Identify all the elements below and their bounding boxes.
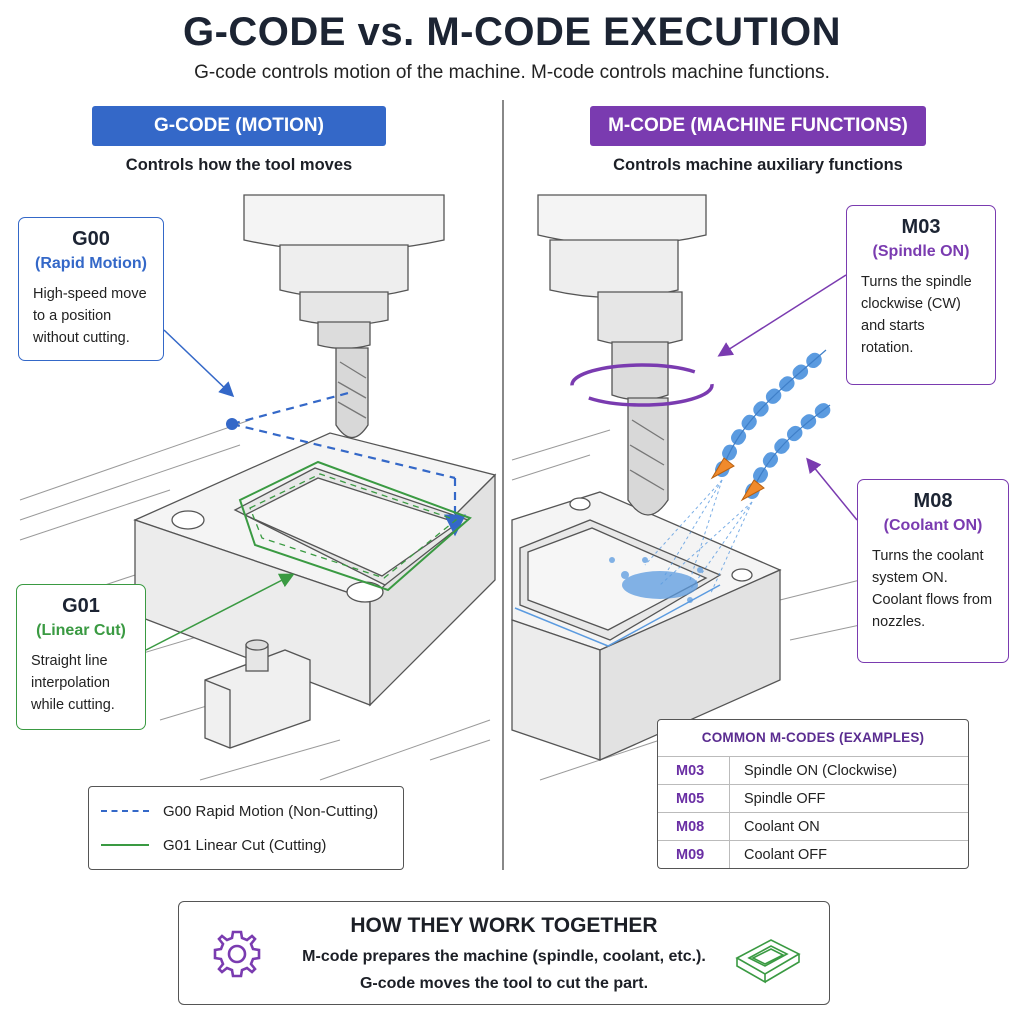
gcode-heading: G-CODE (MOTION) xyxy=(92,106,386,146)
g00-description: High-speed move to a position without cu… xyxy=(33,286,147,346)
table-cell-code: M09 xyxy=(658,841,730,868)
solid-line-swatch xyxy=(101,844,149,846)
part-icon xyxy=(735,939,801,984)
table-cell-code: M08 xyxy=(658,813,730,840)
legend-label: G01 Linear Cut (Cutting) xyxy=(163,836,327,854)
page-title: G-CODE vs. M-CODE EXECUTION xyxy=(182,10,841,54)
g00-callout: G00 (Rapid Motion) High-speed move to a … xyxy=(18,217,164,361)
g01-code: G01 xyxy=(62,595,100,617)
g00-code: G00 xyxy=(72,228,110,250)
m08-callout: M08 (Coolant ON) Turns the coolant syste… xyxy=(857,479,1009,663)
summary-title: HOW THEY WORK TOGETHER xyxy=(350,914,658,937)
left-machine-table xyxy=(19,419,491,781)
g00-start-point xyxy=(226,418,238,430)
table-row: M08 Coolant ON xyxy=(658,812,968,840)
g01-description: Straight line interpolation while cuttin… xyxy=(31,653,115,713)
page-subtitle: G-code controls motion of the machine. M… xyxy=(194,62,830,83)
path-legend: G00 Rapid Motion (Non-Cutting) G01 Linea… xyxy=(88,786,404,870)
mcode-table: COMMON M-CODES (EXAMPLES) M03 Spindle ON… xyxy=(657,719,969,869)
table-row: M03 Spindle ON (Clockwise) xyxy=(658,756,968,784)
legend-item-rapid: G00 Rapid Motion (Non-Cutting) xyxy=(101,801,378,821)
coolant-nozzle-2 xyxy=(740,398,837,502)
table-row: M05 Spindle OFF xyxy=(658,784,968,812)
table-cell-desc: Coolant ON xyxy=(744,819,820,835)
m03-leader xyxy=(717,274,847,357)
g00-leader xyxy=(163,329,235,398)
m03-callout: M03 (Spindle ON) Turns the spindle clock… xyxy=(846,205,996,385)
m08-leader xyxy=(806,457,858,521)
summary-line-gcode: G-code moves the tool to cut the part. xyxy=(359,975,649,992)
mcode-heading: M-CODE (MACHINE FUNCTIONS) xyxy=(590,106,926,146)
left-spindle xyxy=(243,194,445,439)
m03-description: Turns the spindle clockwise (CW) and sta… xyxy=(861,274,972,356)
center-divider xyxy=(502,100,504,870)
coolant-spray xyxy=(644,479,753,596)
mcode-subheading: Controls machine auxiliary functions xyxy=(613,156,903,174)
table-cell-desc: Coolant OFF xyxy=(744,847,827,863)
legend-item-linear: G01 Linear Cut (Cutting) xyxy=(101,835,326,855)
legend-label: G00 Rapid Motion (Non-Cutting) xyxy=(163,802,379,820)
coolant-splash xyxy=(609,557,703,603)
summary-box: HOW THEY WORK TOGETHER M-code prepares t… xyxy=(178,901,830,1005)
g01-name: (Linear Cut) xyxy=(36,622,126,639)
m03-code: M03 xyxy=(901,216,941,238)
left-workpiece xyxy=(133,432,497,749)
right-workpiece xyxy=(511,491,782,762)
gcode-subheading: Controls how the tool moves xyxy=(125,156,353,174)
coolant-nozzle-1 xyxy=(710,343,833,480)
table-cell-desc: Spindle ON (Clockwise) xyxy=(744,763,898,779)
g01-cut-path xyxy=(238,460,472,592)
spindle-rotation-arrow xyxy=(570,363,714,407)
table-cell-desc: Spindle OFF xyxy=(744,791,826,807)
g01-leader xyxy=(145,573,295,651)
right-cut-path xyxy=(514,584,721,647)
mcode-table-title: COMMON M-CODES (EXAMPLES) xyxy=(701,730,925,745)
m03-name: (Spindle ON) xyxy=(872,243,970,260)
g00-name: (Rapid Motion) xyxy=(35,255,147,272)
g00-rapid-path xyxy=(231,390,466,537)
m08-code: M08 xyxy=(913,490,953,512)
m08-name: (Coolant ON) xyxy=(883,517,983,534)
table-cell-code: M03 xyxy=(658,757,730,784)
right-spindle xyxy=(537,194,707,516)
g01-callout: G01 (Linear Cut) Straight line interpola… xyxy=(16,584,146,730)
table-cell-code: M05 xyxy=(658,785,730,812)
table-row: M09 Coolant OFF xyxy=(658,840,968,868)
gear-icon xyxy=(213,930,261,978)
dashed-line-swatch xyxy=(101,810,149,812)
m08-description: Turns the coolant system ON. Coolant flo… xyxy=(872,548,993,630)
summary-line-mcode: M-code prepares the machine (spindle, co… xyxy=(302,948,706,965)
